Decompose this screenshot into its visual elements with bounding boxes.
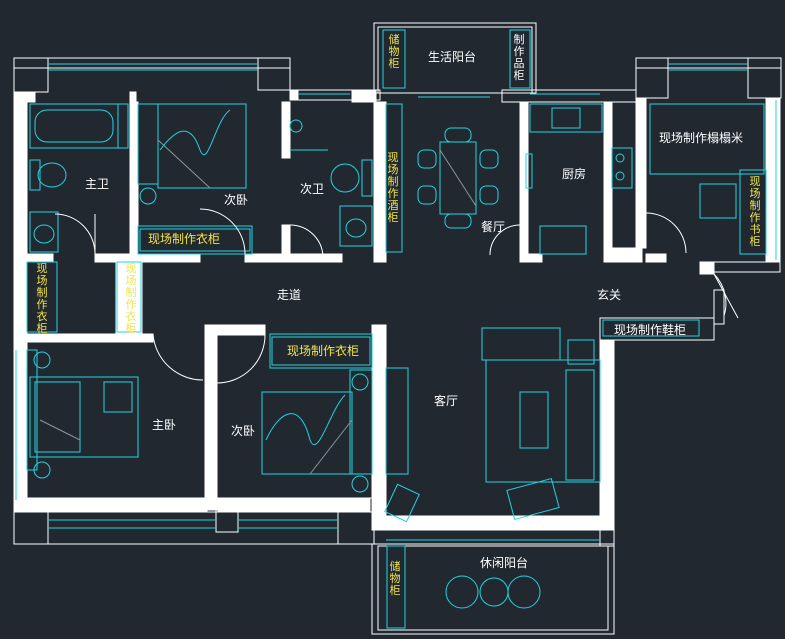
windows (15, 63, 777, 541)
label-custom-tatami: 现场制作榻榻米 (659, 131, 744, 145)
doors (54, 208, 739, 384)
room-label-leisure-balcony: 休闲阳台 (480, 556, 529, 570)
room-label-entrance: 玄关 (597, 288, 622, 302)
room-label-dining: 餐厅 (481, 220, 506, 234)
label-storage-top: 储物柜 (388, 33, 400, 70)
room-label-living: 客厅 (434, 394, 459, 408)
room-label-second-bath: 次卫 (300, 182, 325, 196)
label-wardrobe-left: 现场制作衣柜 (36, 262, 48, 335)
label-wine-cabinet: 现场制作酒柜 (387, 151, 399, 224)
label-wardrobe-bottom: 现场制作衣柜 (287, 344, 360, 358)
walls (13, 22, 782, 635)
room-label-master-bath: 主卫 (85, 177, 110, 191)
label-book-cabinet: 现场制作书柜 (749, 175, 761, 248)
label-wardrobe-mid: 现场制作衣柜 (125, 262, 137, 335)
room-label-kitchen: 厨房 (562, 167, 587, 181)
room-label-service-balcony: 生活阳台 (428, 50, 477, 64)
label-storage-bottom: 储物柜 (389, 560, 401, 597)
label-wardrobe-top: 现场制作衣柜 (148, 232, 221, 246)
room-label-second-bed-top: 次卧 (224, 193, 249, 207)
label-shoe-cabinet: 现场制作鞋柜 (614, 323, 687, 337)
furniture (26, 29, 767, 629)
room-label-second-bed-bottom: 次卧 (231, 424, 256, 438)
label-custom-product-cabinet: 制作品柜 (513, 33, 525, 82)
room-label-master-bed: 主卧 (152, 418, 177, 432)
room-label-corridor: 走道 (277, 288, 302, 302)
